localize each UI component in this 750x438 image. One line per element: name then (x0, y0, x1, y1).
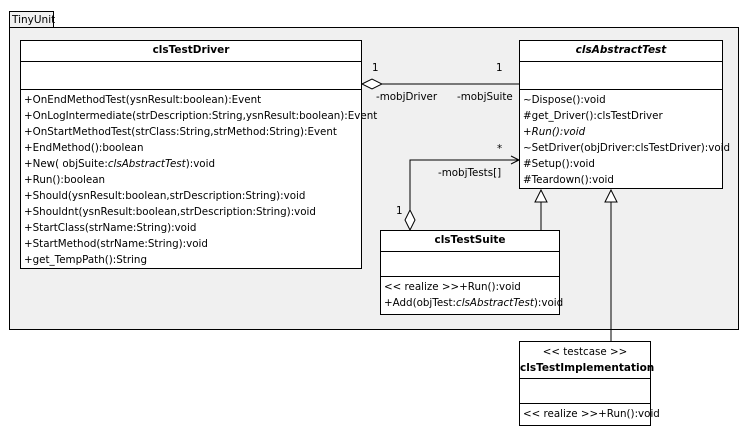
class-name: clsAbstractTest (520, 41, 722, 62)
class-cls-test-suite[interactable]: clsTestSuite << realize >>+Run():void +A… (380, 230, 563, 315)
operations-compartment: +OnEndMethodTest(ysnResult:boolean):Even… (21, 90, 378, 268)
param-type: clsAbstractTest (107, 158, 186, 170)
class-header: << testcase >> clsTestImplementation (520, 342, 655, 379)
operation: +OnEndMethodTest(ysnResult:boolean):Even… (24, 94, 262, 106)
role-mobjdriver: -mobjDriver (376, 91, 438, 103)
attributes-compartment (520, 62, 722, 90)
multiplicity-one: 1 (396, 205, 403, 217)
operation: ~SetDriver(objDriver:clsTestDriver):void (523, 142, 731, 154)
operation: +EndMethod():boolean (24, 142, 144, 154)
class-name: clsTestDriver (21, 41, 361, 62)
multiplicity-abstract: 1 (496, 62, 503, 74)
aggregation-diamond-suite (404, 208, 416, 232)
multiplicity-driver: 1 (372, 62, 379, 74)
aggregation-diamond-driver (360, 78, 384, 90)
role-mobjtests: -mobjTests[] (438, 167, 502, 179)
attributes-compartment (520, 379, 650, 404)
operation-abstract: +Run():void (523, 126, 586, 138)
operation: #Setup():void (523, 158, 595, 170)
class-name: clsTestImplementation (520, 362, 655, 374)
package-tab: TinyUnit (9, 11, 55, 28)
attributes-compartment (21, 62, 361, 90)
generalization-triangle-suite (534, 188, 548, 203)
role-mobjsuite: -mobjSuite (457, 91, 513, 103)
operation: +Shouldnt(ysnResult:boolean,strDescripti… (24, 206, 316, 218)
operations-compartment: << realize >>+Run():void +Add(objTest:cl… (381, 277, 563, 311)
operation-prefix: +New( objSuite: (24, 158, 108, 170)
generalization-triangle-impl (604, 188, 618, 203)
param-type: clsAbstractTest (456, 297, 534, 309)
class-cls-test-driver[interactable]: clsTestDriver +OnEndMethodTest(ysnResult… (20, 40, 378, 269)
operation: #get_Driver():clsTestDriver (523, 110, 663, 122)
operation: << realize >>+Run():void (523, 408, 660, 420)
operation: +OnStartMethodTest(strClass:String,strMe… (24, 126, 337, 138)
operation: +Add(objTest:clsAbstractTest):void (384, 295, 563, 311)
operation-prefix: +Add(objTest: (384, 297, 457, 309)
attributes-compartment (381, 252, 559, 277)
operation: +StartClass(strName:String):void (24, 222, 197, 234)
multiplicity-many: * (497, 143, 503, 155)
operation: +OnLogIntermediate(strDescription:String… (24, 110, 378, 122)
operation: +get_TempPath():String (24, 254, 147, 266)
class-cls-abstract-test[interactable]: clsAbstractTest ~Dispose():void #get_Dri… (519, 40, 731, 189)
operation: << realize >>+Run():void (384, 281, 521, 293)
stereotype-label: << testcase >> (542, 346, 628, 358)
operation-suffix: ):void (533, 297, 564, 309)
operation-suffix: ):void (185, 158, 215, 170)
operation: +Run():boolean (24, 174, 106, 186)
operation: +StartMethod(strName:String):void (24, 238, 208, 250)
class-name: clsTestSuite (381, 231, 559, 252)
operation: +Should(ysnResult:boolean,strDescription… (24, 190, 306, 202)
association-suite-tests (409, 159, 519, 210)
operation: #Teardown():void (523, 174, 614, 186)
operations-compartment: ~Dispose():void #get_Driver():clsTestDri… (520, 90, 731, 188)
class-cls-test-implementation[interactable]: << testcase >> clsTestImplementation << … (519, 341, 660, 426)
operations-compartment: << realize >>+Run():void (520, 404, 660, 422)
operation: ~Dispose():void (523, 94, 606, 106)
operation: +New( objSuite:clsAbstractTest):void (24, 156, 358, 172)
